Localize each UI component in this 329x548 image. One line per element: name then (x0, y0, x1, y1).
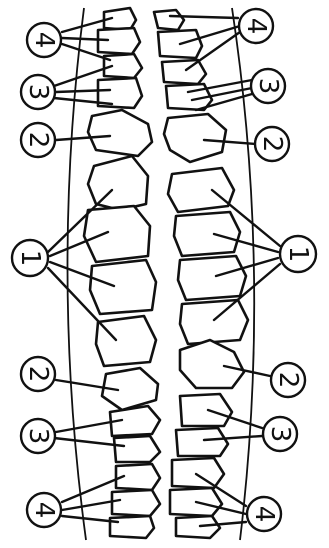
tooth-incisor-l4 (94, 314, 158, 368)
tooth-premolar-l1 (102, 52, 144, 80)
svg-text:3: 3 (23, 428, 53, 445)
marker-right-molar-top: 4 (237, 7, 275, 45)
tooth-incisor-r3 (176, 254, 248, 302)
svg-text:4: 4 (29, 502, 59, 519)
tooth-premolar-l3 (108, 404, 162, 438)
tooth-incisor-r1 (166, 166, 236, 214)
upper-gum-line (66, 7, 87, 541)
tooth-incisor-l2 (82, 204, 152, 264)
right-tooth-row (152, 8, 250, 540)
svg-text:3: 3 (253, 78, 283, 95)
tooth-premolar-r4 (174, 426, 230, 458)
svg-text:2: 2 (273, 372, 303, 389)
left-tooth-row (82, 6, 162, 540)
left-leader-lines (46, 16, 126, 524)
marker-left-molar-top: 4 (25, 21, 63, 59)
tooth-canine-r1 (162, 112, 228, 164)
tooth-premolar-l4 (112, 434, 162, 464)
marker-right-canine-bottom: 2 (269, 361, 307, 399)
svg-text:2: 2 (23, 132, 53, 149)
marker-left-premolar-top: 3 (19, 73, 57, 111)
marker-left-incisors: 1 (10, 238, 50, 278)
marker-right-molar-bottom: 4 (245, 495, 283, 533)
tooth-incisor-r4 (178, 298, 250, 346)
marker-left-canine-top: 2 (19, 121, 57, 159)
svg-text:1: 1 (15, 250, 45, 267)
svg-text:4: 4 (249, 506, 279, 523)
tooth-premolar-r3 (178, 392, 234, 428)
tooth-incisor-l3 (88, 258, 158, 316)
tooth-canine-l1 (86, 108, 154, 158)
right-leader-lines (168, 14, 282, 528)
tooth-molar-l4 (110, 488, 162, 518)
svg-text:3: 3 (265, 426, 295, 443)
tooth-canine-l2 (100, 366, 160, 412)
tooth-molar-r3 (170, 456, 226, 490)
tooth-molar-l2 (96, 26, 142, 56)
tooth-premolar-r1 (160, 58, 208, 86)
tooth-molar-r1 (152, 8, 186, 32)
svg-text:4: 4 (241, 18, 271, 35)
tooth-molar-r5 (174, 514, 222, 540)
marker-right-incisors: 1 (278, 234, 318, 274)
svg-text:4: 4 (29, 32, 59, 49)
marker-right-canine-top: 2 (253, 125, 291, 163)
svg-text:1: 1 (283, 246, 313, 263)
marker-right-premolar-top: 3 (249, 67, 287, 105)
tooth-molar-l1 (102, 6, 138, 32)
tooth-incisor-l1 (86, 154, 150, 212)
marker-right-premolar-bottom: 3 (261, 415, 299, 453)
svg-text:2: 2 (23, 366, 53, 383)
tooth-canine-r2 (178, 338, 246, 390)
marker-left-premolar-bottom: 3 (19, 417, 57, 455)
tooth-molar-l3 (114, 462, 162, 492)
svg-text:3: 3 (23, 84, 53, 101)
tooth-incisor-r2 (172, 210, 242, 258)
marker-left-canine-bottom: 2 (19, 355, 57, 393)
tooth-molar-l5 (108, 514, 156, 540)
marker-left-molar-bottom: 4 (25, 491, 63, 529)
svg-text:2: 2 (257, 136, 287, 153)
